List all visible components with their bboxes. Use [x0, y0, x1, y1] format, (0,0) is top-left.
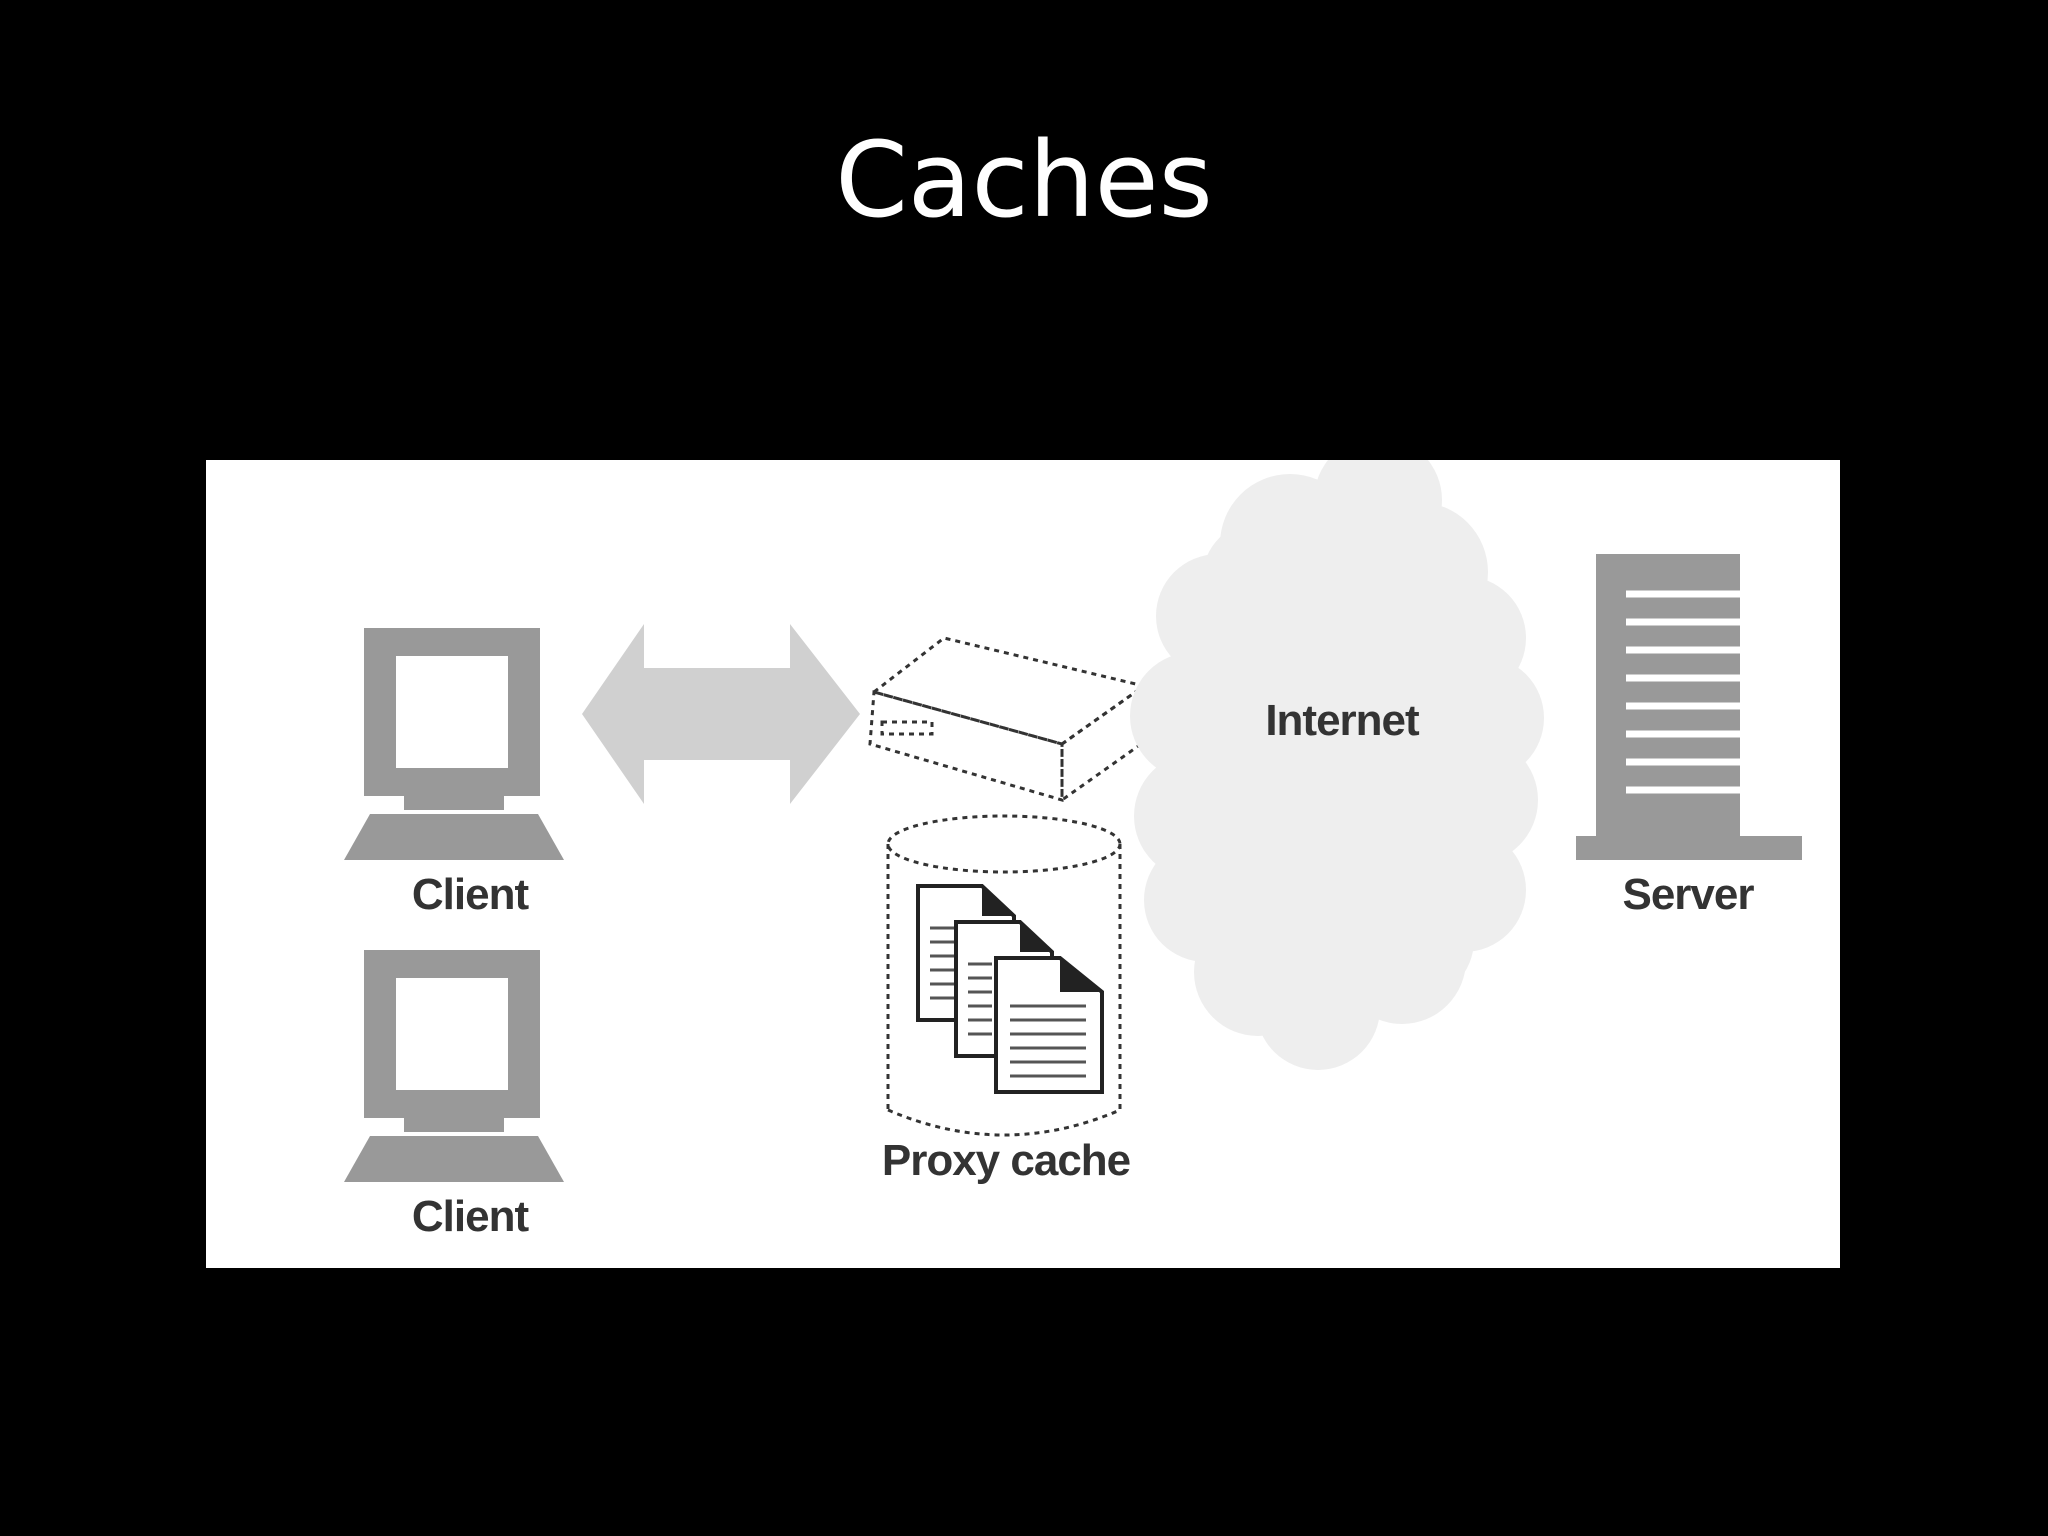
proxy-device-icon [868, 636, 1148, 803]
server-label: Server [1622, 870, 1754, 919]
slide-title: Caches [835, 119, 1213, 241]
server-icon [1576, 554, 1802, 860]
client-label: Client [411, 870, 529, 919]
cache-cylinder-icon [886, 814, 1122, 1137]
cached-documents-icon [916, 884, 1104, 1094]
proxy-cache-label: Proxy cache [881, 1136, 1131, 1185]
internet-cloud-icon [1130, 460, 1544, 1070]
diagram-canvas [344, 460, 1802, 1182]
diagram-panel: Client Client Proxy cache Internet Serve… [206, 460, 1840, 1268]
client-computer-icon [344, 628, 564, 860]
client-computer-icon [344, 950, 564, 1182]
bidirectional-arrow-icon [582, 624, 860, 804]
internet-label: Internet [1265, 696, 1419, 745]
client-label: Client [411, 1192, 529, 1241]
